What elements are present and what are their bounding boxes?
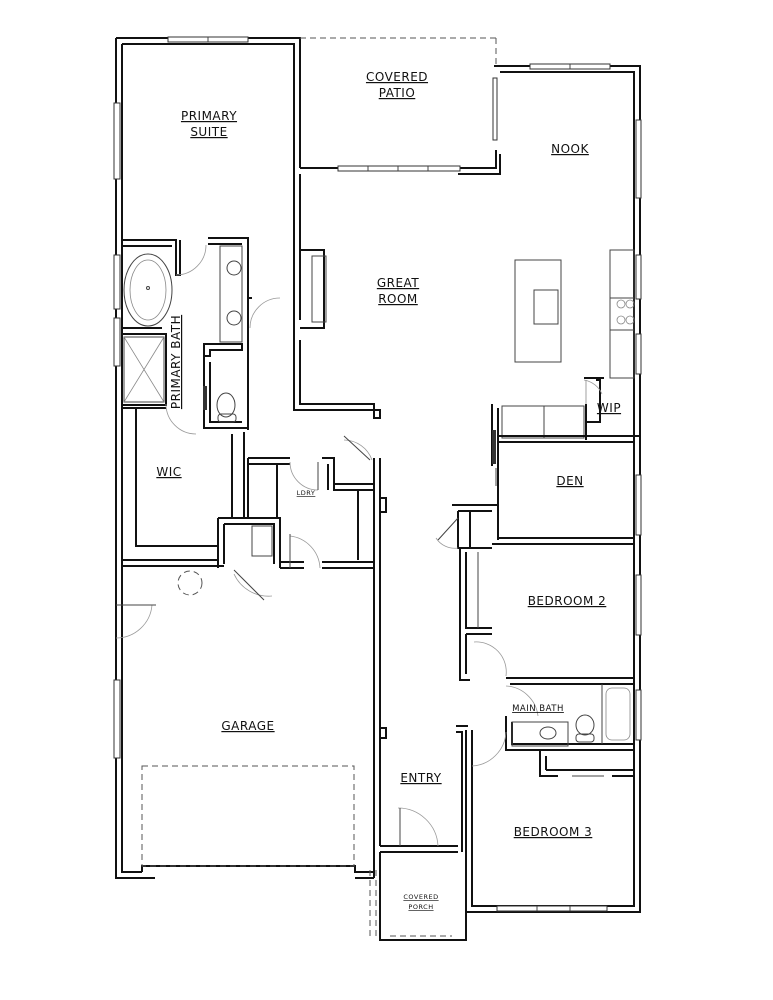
label-great-room-1: GREAT bbox=[377, 276, 419, 290]
label-covered-porch-1: COVERED bbox=[403, 893, 438, 901]
label-great-room-2: ROOM bbox=[378, 292, 418, 306]
label-primary-suite-2: SUITE bbox=[190, 125, 227, 139]
room-labels: PRIMARY SUITE COVERED PATIO NOOK GREAT R… bbox=[156, 70, 621, 911]
garage-door-outline bbox=[141, 765, 355, 867]
label-covered-patio-2: PATIO bbox=[379, 86, 416, 100]
label-wic: WIC bbox=[156, 465, 181, 479]
label-primary-bath: PRIMARY BATH bbox=[169, 315, 183, 409]
label-bedroom-3: BEDROOM 3 bbox=[514, 825, 593, 839]
label-main-bath: MAIN BATH bbox=[512, 704, 564, 714]
covered-porch-outline bbox=[369, 852, 467, 941]
label-entry: ENTRY bbox=[400, 771, 441, 785]
label-covered-patio-1: COVERED bbox=[366, 70, 428, 84]
label-garage: GARAGE bbox=[221, 719, 274, 733]
fixtures bbox=[123, 249, 635, 743]
label-wip: WIP bbox=[597, 401, 621, 415]
label-primary-suite-1: PRIMARY bbox=[181, 109, 237, 123]
label-bedroom-2: BEDROOM 2 bbox=[528, 594, 607, 608]
door-swings bbox=[115, 244, 603, 847]
windows bbox=[113, 36, 642, 912]
label-den: DEN bbox=[556, 474, 583, 488]
label-ldry: LDRY bbox=[297, 489, 316, 497]
label-nook: NOOK bbox=[551, 142, 589, 156]
interior-walls bbox=[122, 168, 640, 852]
label-covered-porch-2: PORCH bbox=[408, 903, 433, 911]
